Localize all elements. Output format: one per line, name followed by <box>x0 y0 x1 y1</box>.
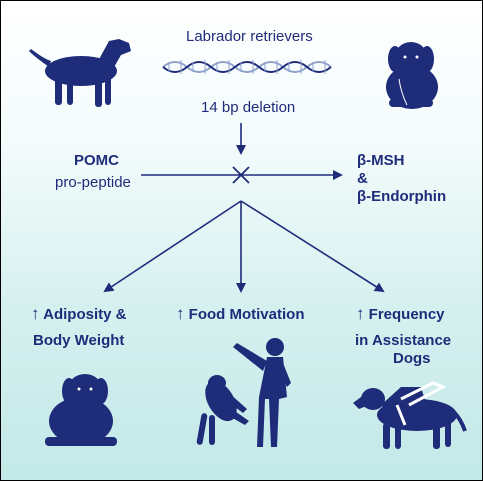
beta-msh-label: β-MSH <box>357 152 405 169</box>
pomc-label: POMC <box>74 152 119 169</box>
sitting-dog-icon <box>45 374 117 446</box>
increase-arrow-icon: ↑ <box>176 304 185 323</box>
beta-endorphin-label: β-Endorphin <box>357 188 447 205</box>
dog-and-trainer-icon <box>196 338 291 447</box>
sitting-dog-icon <box>386 42 438 109</box>
increase-arrow-icon: ↑ <box>31 304 40 323</box>
pro-peptide-label: pro-peptide <box>55 174 131 191</box>
frequency-label: ↑ Frequency <box>356 304 445 323</box>
ampersand-label: & <box>357 170 368 187</box>
assistance-label: in Assistance <box>355 332 452 349</box>
outcome-arrow-right <box>240 200 385 293</box>
dna-helix-icon <box>162 60 332 74</box>
outcome-arrow-left <box>103 200 242 293</box>
deletion-label: 14 bp deletion <box>201 99 296 116</box>
guide-dog-icon <box>353 381 467 449</box>
body-weight-label: Body Weight <box>33 332 125 349</box>
increase-arrow-icon: ↑ <box>356 304 365 323</box>
adiposity-label: ↑ Adiposity & <box>31 304 127 323</box>
food-motivation-label: ↑ Food Motivation <box>176 304 305 323</box>
standing-dog-icon <box>29 39 131 107</box>
blocked-cross-icon <box>232 166 250 184</box>
dogs-label: Dogs <box>393 350 431 367</box>
breed-label: Labrador retrievers <box>186 28 313 45</box>
